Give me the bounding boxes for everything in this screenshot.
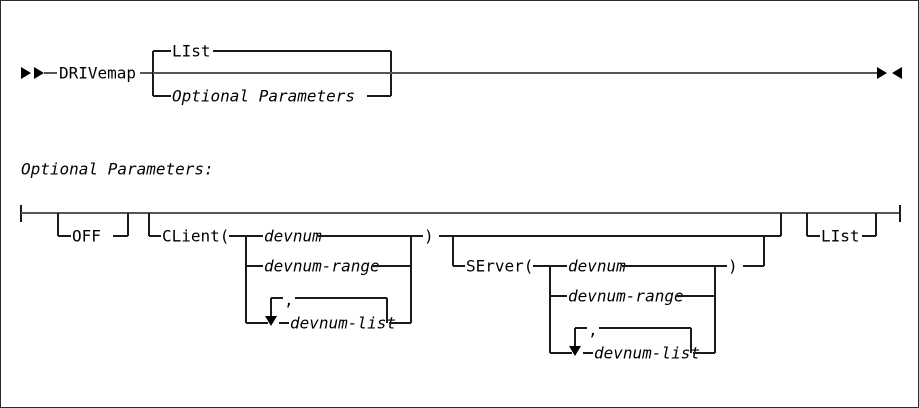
client-devnum-list-label: devnum-list [290, 314, 396, 333]
client-close-label: ) [424, 227, 434, 246]
client-separator-label: , [284, 291, 294, 310]
end-arrow-2-icon [892, 67, 902, 79]
off-label: OFF [72, 227, 101, 246]
command-label: DRIVemap [59, 64, 136, 83]
client-open-label: CLient( [162, 227, 229, 246]
section-heading: Optional Parameters: [21, 160, 214, 179]
server-devnum-list-label: devnum-list [594, 344, 700, 363]
start-arrow-1-icon [21, 67, 31, 79]
server-open-label: SErver( [466, 257, 533, 276]
server-repeat-down-arrow-icon [569, 346, 581, 356]
client-devnum-label: devnum [264, 227, 322, 246]
server-devnum-range-label: devnum-range [568, 287, 684, 306]
server-option-group: SErver( devnum devnum-range devnum-l [452, 236, 765, 363]
server-separator-label: , [588, 321, 598, 340]
list-label: LIst [821, 227, 860, 246]
optional-parameters-diagram: OFF CLient( devnum [20, 205, 901, 363]
server-devnum-label: devnum [568, 257, 626, 276]
client-devnum-range-label: devnum-range [264, 257, 380, 276]
client-option-group: CLient( devnum devnum-range [148, 213, 782, 333]
branch-bottom-label: Optional Parameters [172, 87, 355, 106]
branch-top-label: LIst [172, 42, 211, 61]
off-option-group: OFF [57, 213, 129, 246]
list-option-group: LIst [806, 213, 877, 246]
main-syntax-diagram: DRIVemap LIst Optional Parameters [21, 42, 902, 106]
start-arrow-2-icon [34, 67, 44, 79]
client-repeat-down-arrow-icon [265, 316, 277, 326]
server-close-label: ) [728, 257, 738, 276]
end-arrow-1-icon [877, 67, 887, 79]
